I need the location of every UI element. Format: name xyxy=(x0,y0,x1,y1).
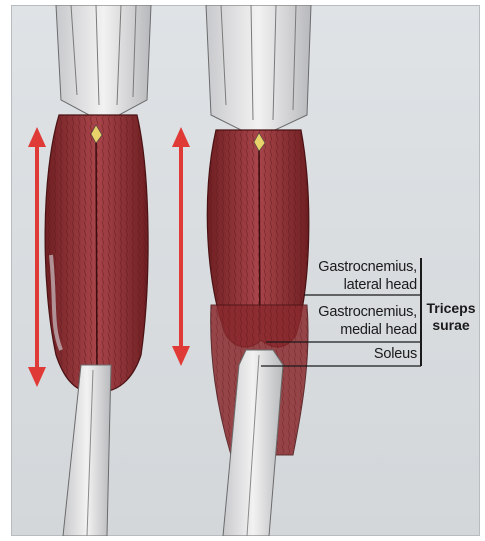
label-triceps-surae-line2: surae xyxy=(424,317,478,334)
label-triceps-surae-line1: Triceps xyxy=(424,300,478,317)
right-leg xyxy=(206,5,311,536)
label-triceps-surae: Triceps surae xyxy=(424,300,478,334)
image-frame xyxy=(0,0,11,541)
label-gastrocnemius-lateral-line2: lateral head xyxy=(301,276,417,294)
left-length-arrow xyxy=(28,127,46,387)
label-gastrocnemius-lateral-line1: Gastrocnemius, xyxy=(301,258,417,276)
photo: Gastrocnemius, lateral head Gastrocnemiu… xyxy=(11,5,480,536)
label-soleus: Soleus xyxy=(301,345,417,363)
left-leg xyxy=(45,5,151,536)
label-gastrocnemius-medial-line2: medial head xyxy=(301,321,417,339)
right-length-arrow xyxy=(172,127,190,366)
label-gastrocnemius-lateral: Gastrocnemius, lateral head xyxy=(301,258,417,294)
label-gastrocnemius-medial: Gastrocnemius, medial head xyxy=(301,303,417,339)
label-gastrocnemius-medial-line1: Gastrocnemius, xyxy=(301,303,417,321)
